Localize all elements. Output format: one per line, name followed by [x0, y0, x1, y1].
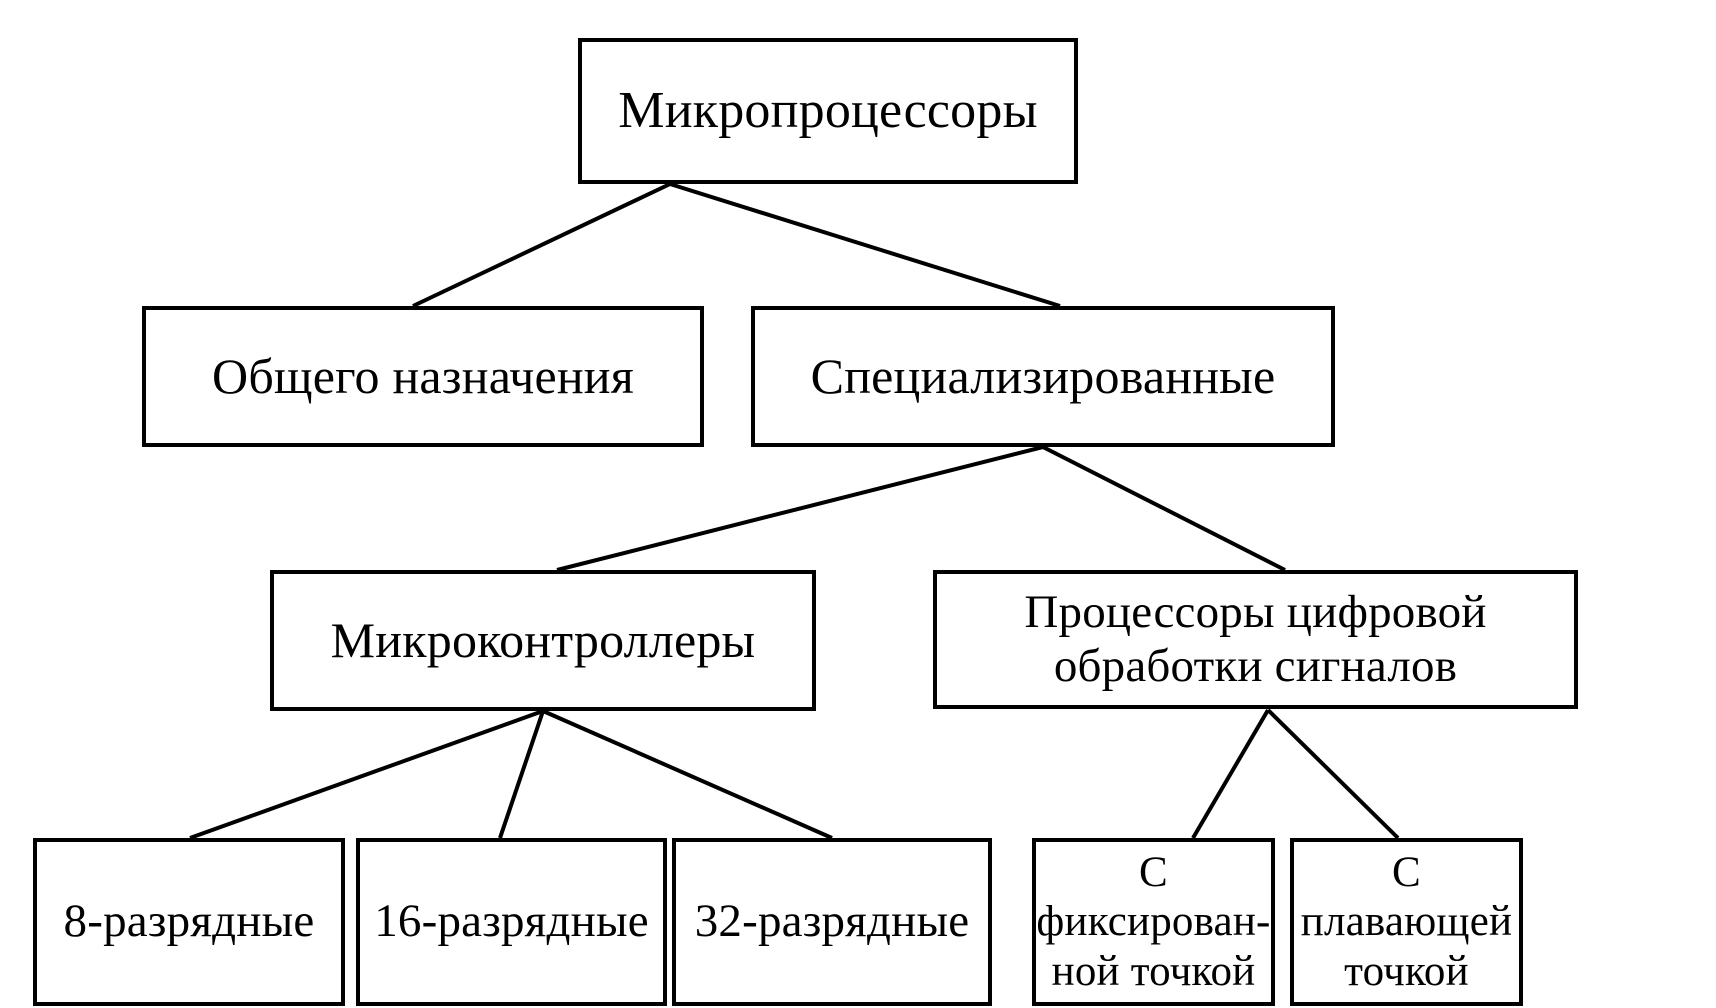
node-8-bit[interactable]: 8-разрядные: [33, 838, 345, 1006]
node-label: С фиксирован- ной точкой: [1036, 849, 1271, 995]
node-specialized[interactable]: Специализированные: [751, 306, 1335, 447]
node-floating-point[interactable]: С плавающей точкой: [1290, 838, 1523, 1006]
connector-root-to-general: [412, 182, 671, 308]
node-label: С плавающей точкой: [1300, 849, 1513, 995]
connector-dsp-to-float: [1266, 708, 1400, 840]
node-digital-signal-processors[interactable]: Процессоры цифровой обработки сигналов: [933, 570, 1578, 709]
node-label: 8-разрядные: [63, 895, 315, 948]
connector-special-to-dsp: [1042, 445, 1286, 572]
node-fixed-point[interactable]: С фиксирован- ной точкой: [1032, 838, 1275, 1006]
node-label: 16-разрядные: [374, 895, 649, 948]
node-label: Микроконтроллеры: [330, 612, 756, 668]
connector-dsp-to-fixed: [1191, 708, 1270, 840]
node-label: Микропроцессоры: [618, 82, 1038, 140]
node-label: Общего назначения: [212, 348, 634, 404]
node-label: 32-разрядные: [694, 895, 970, 948]
node-microcontrollers[interactable]: Микроконтроллеры: [270, 570, 816, 711]
connector-root-to-special: [669, 182, 1061, 308]
connector-mcu-to-bits16: [498, 710, 545, 839]
node-32-bit[interactable]: 32-разрядные: [672, 838, 992, 1006]
node-label: Специализированные: [810, 348, 1276, 404]
node-general-purpose[interactable]: Общего назначения: [142, 306, 704, 447]
connector-mcu-to-bits8: [189, 709, 544, 840]
connector-mcu-to-bits32: [542, 709, 833, 840]
node-label: Процессоры цифровой обработки сигналов: [1024, 585, 1487, 692]
connector-special-to-mcu: [556, 445, 1044, 572]
node-microprocessors[interactable]: Микропроцессоры: [578, 38, 1078, 184]
node-16-bit[interactable]: 16-разрядные: [356, 838, 667, 1006]
